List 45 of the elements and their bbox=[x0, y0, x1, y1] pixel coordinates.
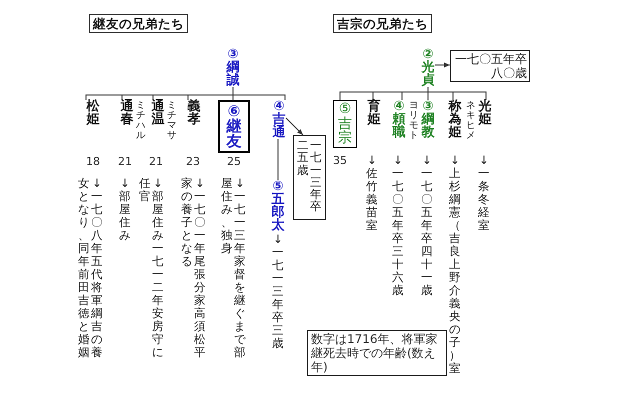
biography-note: ↓一七〇五年卒四十一歳 bbox=[421, 154, 433, 297]
footnote-box: 数字は1716年、将軍家継死去時での年齢(数え年) bbox=[307, 330, 447, 376]
death-date-box: 一七一三年卒二五歳 bbox=[293, 135, 326, 220]
person-name: ④吉通 bbox=[272, 100, 286, 139]
death-date-box: 一七〇五年卒八〇歳 bbox=[450, 50, 530, 82]
section-heading: 吉宗の兄弟たち bbox=[333, 14, 432, 33]
person-name: 称為姫 bbox=[448, 100, 462, 139]
person-name: 義孝 bbox=[187, 100, 201, 126]
family-tree-line bbox=[232, 86, 286, 100]
family-tree-line bbox=[428, 86, 486, 100]
biography-note: ↓上杉綱憲（吉良上野介義央の子）室 bbox=[449, 154, 461, 375]
name-reading: ヨリモト bbox=[409, 101, 419, 141]
biography-note: ↓部屋住み bbox=[119, 177, 131, 242]
section-heading: 継友の兄弟たち bbox=[89, 14, 188, 33]
age-label: 25 bbox=[227, 156, 241, 168]
biography-note: ↓一七〇五年卒三十六歳 bbox=[392, 154, 404, 297]
person-name: ④頼職 bbox=[392, 100, 406, 139]
name-reading: ミチハル bbox=[136, 101, 146, 141]
person-name: 松姫 bbox=[86, 100, 100, 126]
arrow bbox=[434, 62, 450, 68]
name-reading: ネキヒメ bbox=[466, 101, 476, 141]
biography-note: ↓一七一三年家督を継ぐまで部屋住み、独身 bbox=[221, 177, 246, 361]
person-name: 通春 bbox=[120, 100, 134, 126]
age-label: 18 bbox=[86, 156, 100, 168]
person-name: ②光貞 bbox=[421, 48, 435, 87]
biography-note: ↓部屋住み一七一二年安房守に任官 bbox=[139, 177, 164, 361]
age-label: 35 bbox=[333, 155, 347, 167]
person-name: ③綱誠 bbox=[226, 48, 240, 87]
name-reading: ミチマサ bbox=[167, 101, 177, 141]
biography-note: ↓一七〇一年尾張分家高須松平家の養子となる bbox=[181, 177, 206, 361]
person-name-box: ⑤吉宗 bbox=[333, 100, 357, 148]
age-label: 21 bbox=[118, 156, 132, 168]
person-name: ③綱教 bbox=[421, 100, 435, 139]
age-label: 23 bbox=[186, 156, 200, 168]
person-name: 光姫 bbox=[478, 100, 492, 126]
person-name: 通温 bbox=[151, 100, 165, 126]
arrow bbox=[286, 118, 304, 136]
age-label: 21 bbox=[149, 156, 163, 168]
biography-note: ↓佐竹義苗室 bbox=[366, 154, 378, 232]
person-name: 育姫 bbox=[367, 100, 381, 126]
person-name-box: ⑥継友 bbox=[218, 100, 250, 153]
biography-note: ↓一七〇八年五代将軍綱吉の養女となり、同年前田吉徳と婚姻 bbox=[78, 177, 103, 361]
biography-note: ↓一条冬経室 bbox=[478, 154, 490, 232]
biography-note: ↓一七一三年卒三歳 bbox=[272, 233, 284, 350]
person-name: ⑤五郎太 bbox=[271, 180, 285, 232]
